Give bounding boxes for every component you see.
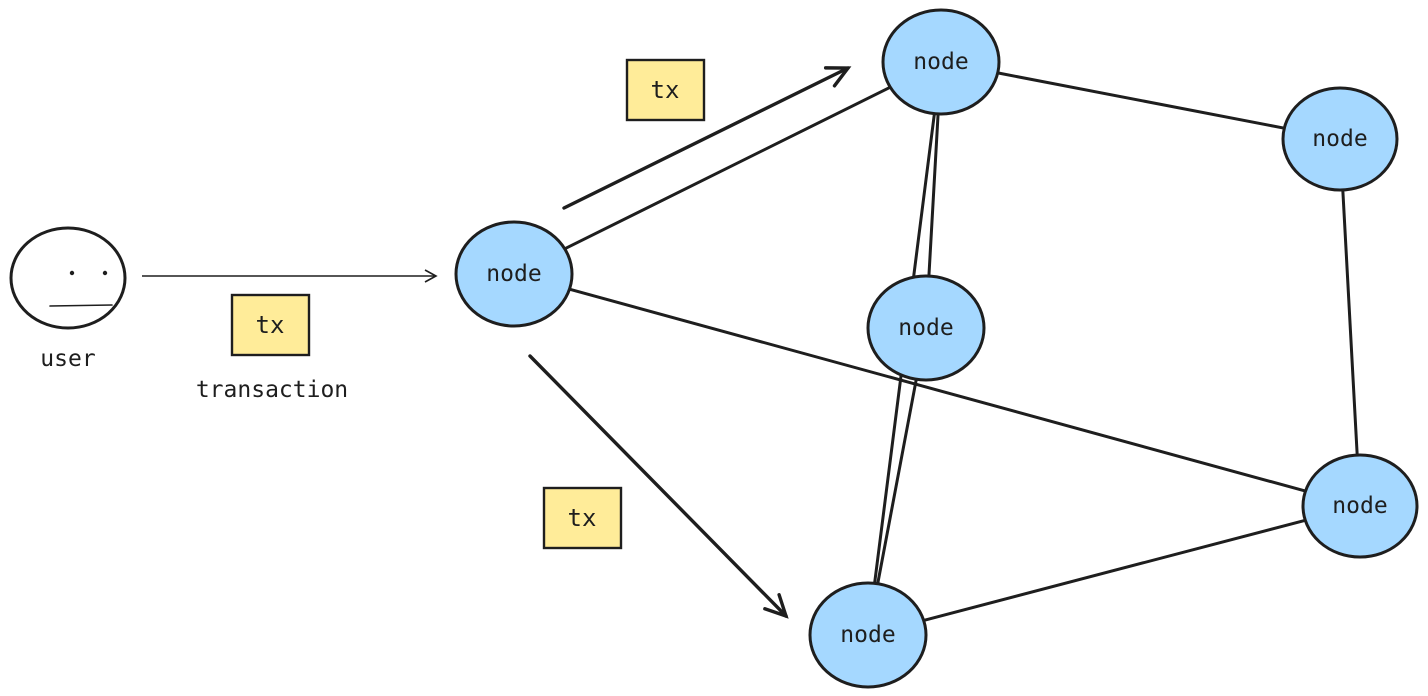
- node-n2: node: [881, 8, 1001, 116]
- node-label: node: [1332, 493, 1387, 519]
- user-face-icon: [9, 226, 127, 330]
- user-actor: user: [9, 226, 127, 372]
- broadcast-packet-lower-label: tx: [568, 504, 597, 532]
- link-n1-n2: [563, 85, 892, 251]
- node-label: node: [840, 622, 895, 648]
- link-n3-n5: [1341, 188, 1359, 457]
- user-label: user: [40, 346, 95, 372]
- node-label: node: [913, 49, 968, 75]
- node-n3: node: [1281, 86, 1399, 192]
- node-label: node: [898, 315, 953, 341]
- node-n4: node: [866, 274, 986, 382]
- broadcast-packet-upper: tx: [625, 58, 706, 122]
- broadcast-packet-lower: tx: [542, 486, 623, 550]
- link-n2-n4: [927, 112, 940, 278]
- node-n6: node: [808, 581, 928, 689]
- node-n5: node: [1301, 453, 1419, 559]
- node-label: node: [486, 261, 541, 287]
- transaction-packet-label: tx: [256, 311, 285, 339]
- transaction-label: transaction: [196, 377, 348, 403]
- transaction-packet: tx: [230, 293, 311, 357]
- broadcast-packet-upper-label: tx: [651, 76, 680, 104]
- node-label: node: [1312, 126, 1367, 152]
- link-n2-n3: [996, 71, 1286, 130]
- node-n1: node: [454, 220, 574, 328]
- link-n4-n6: [876, 377, 918, 586]
- link-n5-n6: [922, 518, 1307, 622]
- broadcast-arrow-lower: [528, 354, 789, 619]
- broadcast-arrow-upper: [562, 66, 852, 210]
- link-n1-n5: [568, 287, 1307, 493]
